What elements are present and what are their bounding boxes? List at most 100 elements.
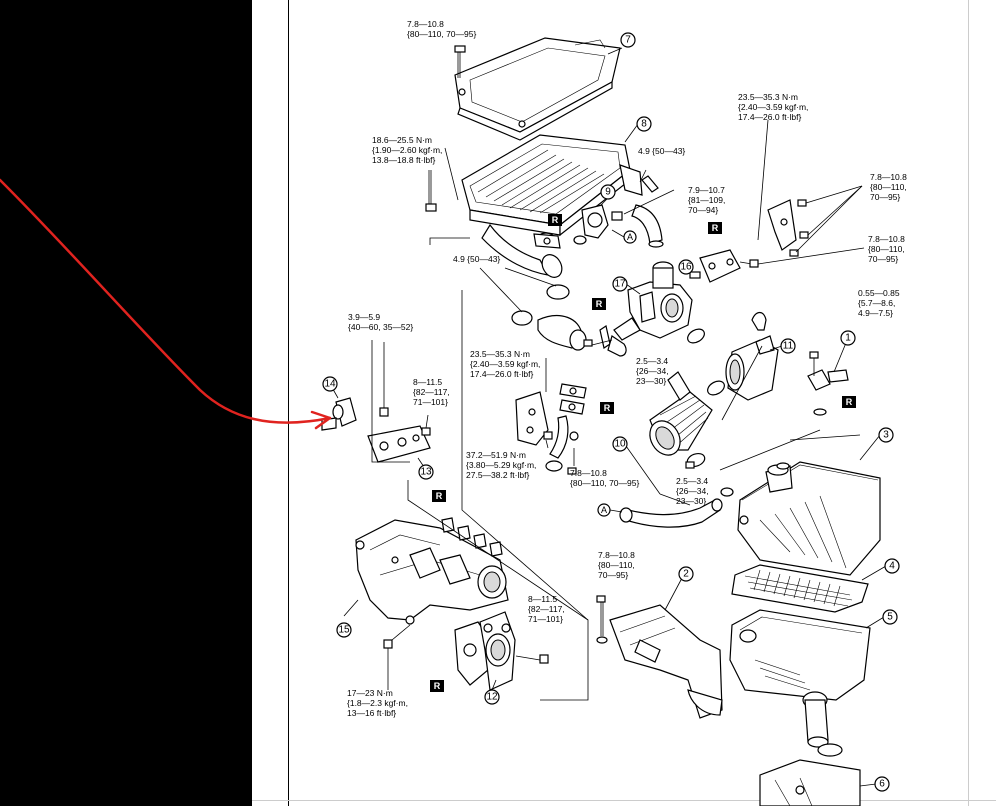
torque-line: 7.8—10.8 (407, 19, 444, 29)
part-10-air-hose (649, 371, 713, 456)
torque-line: {2.40—3.59 kgf·m, (738, 102, 808, 112)
callout-15: 15 (336, 622, 352, 638)
svg-text:R: R (434, 681, 441, 691)
part-2-intake-duct (609, 604, 723, 719)
torque-line: 4.9 {50—43} (638, 146, 685, 156)
torque-line: 8—11.5 (528, 594, 557, 604)
left-black-margin (0, 0, 252, 806)
svg-text:17: 17 (614, 279, 626, 290)
clamp-49a (546, 284, 570, 300)
torque-line: {81—109, (688, 195, 725, 205)
torque-label-pipe-nut: 7.8—10.8{80—110, 70—95} (570, 468, 639, 488)
torque-line: {80—110, 70—95} (570, 478, 639, 488)
r-marker-mid: R (600, 402, 614, 414)
torque-line: 23.5—35.3 N·m (470, 349, 530, 359)
torque-line: 4.9—7.5} (858, 308, 893, 318)
svg-text:5: 5 (887, 612, 893, 623)
torque-line: {2.40—3.59 kgf·m, (470, 359, 540, 369)
svg-text:4: 4 (889, 561, 895, 572)
torque-line: 71—101} (528, 614, 563, 624)
torque-line: 13—16 ft·lbf} (347, 708, 396, 718)
svg-text:R: R (712, 223, 719, 233)
hose-a-bottom (619, 498, 723, 528)
callout-17: 17 (612, 276, 628, 292)
hose-49b (511, 310, 587, 351)
torque-line: 17.4—26.0 ft·lbf} (470, 369, 533, 379)
torque-line: {82—117, (528, 604, 565, 614)
torque-label-intercooler-bolt: 18.6—25.5 N·m{1.90—2.60 kgf·m,13.8—18.8 … (372, 135, 442, 165)
torque-label-mid-bracket: 23.5—35.3 N·m{2.40—3.59 kgf·m,17.4—26.0 … (470, 349, 540, 379)
bracket-16 (689, 249, 759, 283)
torque-line: 37.2—51.9 N·m (466, 450, 526, 460)
red-annotation-arrow (0, 178, 332, 430)
clamp-upper-11 (687, 328, 705, 344)
r-marker-9: R (548, 214, 562, 226)
bracket-right (767, 199, 809, 257)
callout-7: 7 (620, 32, 636, 48)
a-marker-upper: A (623, 230, 637, 244)
torque-label-clamp-10: 2.5—3.4{26—34,23—30} (676, 476, 709, 506)
torque-label-bracket-bolt: 23.5—35.3 N·m{2.40—3.59 kgf·m,17.4—26.0 … (738, 92, 808, 122)
svg-text:13: 13 (420, 467, 432, 478)
torque-line: 70—94} (688, 205, 718, 215)
torque-label-valve-nut: 7.9—10.7{81—109,70—94} (688, 185, 725, 215)
part-13-bracket (367, 425, 431, 463)
part-7-intercooler-cover (454, 37, 621, 141)
torque-line: 71—101} (413, 397, 448, 407)
torque-line: 7.8—10.8 (570, 468, 607, 478)
pipe-lower-mid (543, 415, 579, 475)
clamp-lower-11 (707, 380, 725, 396)
torque-line: {26—34, (636, 366, 669, 376)
small-clip-3 (720, 462, 790, 497)
callout-6: 6 (874, 776, 890, 792)
svg-text:14: 14 (324, 379, 336, 390)
svg-text:R: R (604, 403, 611, 413)
torque-line: 7.8—10.8 (598, 550, 635, 560)
callout-9: 9 (600, 184, 616, 200)
svg-text:11: 11 (783, 341, 794, 352)
torque-label-pipe-bolt: 37.2—51.9 N·m{3.80—5.29 kgf·m,27.5—38.2 … (466, 450, 536, 480)
torque-line: {5.7—8.6, (858, 298, 895, 308)
torque-line: {80—110, 70—95} (407, 29, 476, 39)
r-marker-throttle: R (430, 680, 444, 692)
small-hose-16 (751, 311, 767, 331)
torque-label-right-bracket-lower: 7.8—10.8{80—110,70—95} (868, 234, 905, 264)
bolt-2 (596, 595, 608, 644)
manual-page (252, 0, 996, 806)
part-1-sensor (807, 351, 849, 416)
torque-line: 0.55—0.85 (858, 288, 900, 298)
a-marker-lower: A (597, 503, 611, 517)
torque-label-bracket-13: 3.9—5.9{40—60, 35—52} (348, 312, 413, 332)
part-11-air-duct (725, 335, 779, 401)
bracket-mid (515, 391, 549, 446)
svg-text:R: R (552, 215, 559, 225)
torque-label-hose-clamp-lower: 4.9 {50—43} (453, 254, 500, 264)
hose-upper-right (631, 169, 664, 248)
pipe-r-middle (583, 325, 627, 357)
torque-line: 8—11.5 (413, 377, 442, 387)
part-5-air-cleaner-case (729, 609, 871, 748)
r-marker-1: R (842, 396, 856, 408)
torque-label-sensor: 0.55—0.85{5.7—8.6,4.9—7.5} (858, 288, 900, 318)
torque-line: {26—34, (676, 486, 709, 496)
torque-line: {80—110, (598, 560, 635, 570)
torque-label-throttle-bolt: 8—11.5{82—117,71—101} (528, 594, 565, 624)
r-marker-manifold: R (432, 490, 446, 502)
svg-text:16: 16 (680, 262, 692, 273)
callout-12: 12 (484, 689, 500, 705)
callout-3: 3 (878, 427, 894, 443)
svg-text:6: 6 (879, 779, 885, 790)
part-14-solenoid (321, 397, 357, 431)
part-17-throttle-body (613, 261, 693, 341)
torque-line: 3.9—5.9 (348, 312, 380, 322)
svg-text:1: 1 (845, 333, 851, 344)
gasket-mid (559, 383, 587, 415)
r-marker-16: R (708, 222, 722, 234)
torque-line: 70—95} (870, 192, 900, 202)
torque-label-bolt-13: 8—11.5{82—117,71—101} (413, 377, 450, 407)
torque-line: 23—30} (636, 376, 666, 386)
svg-text:R: R (436, 491, 443, 501)
svg-text:12: 12 (486, 692, 498, 703)
torque-line: {82—117, (413, 387, 450, 397)
bolt-13b (421, 427, 431, 436)
